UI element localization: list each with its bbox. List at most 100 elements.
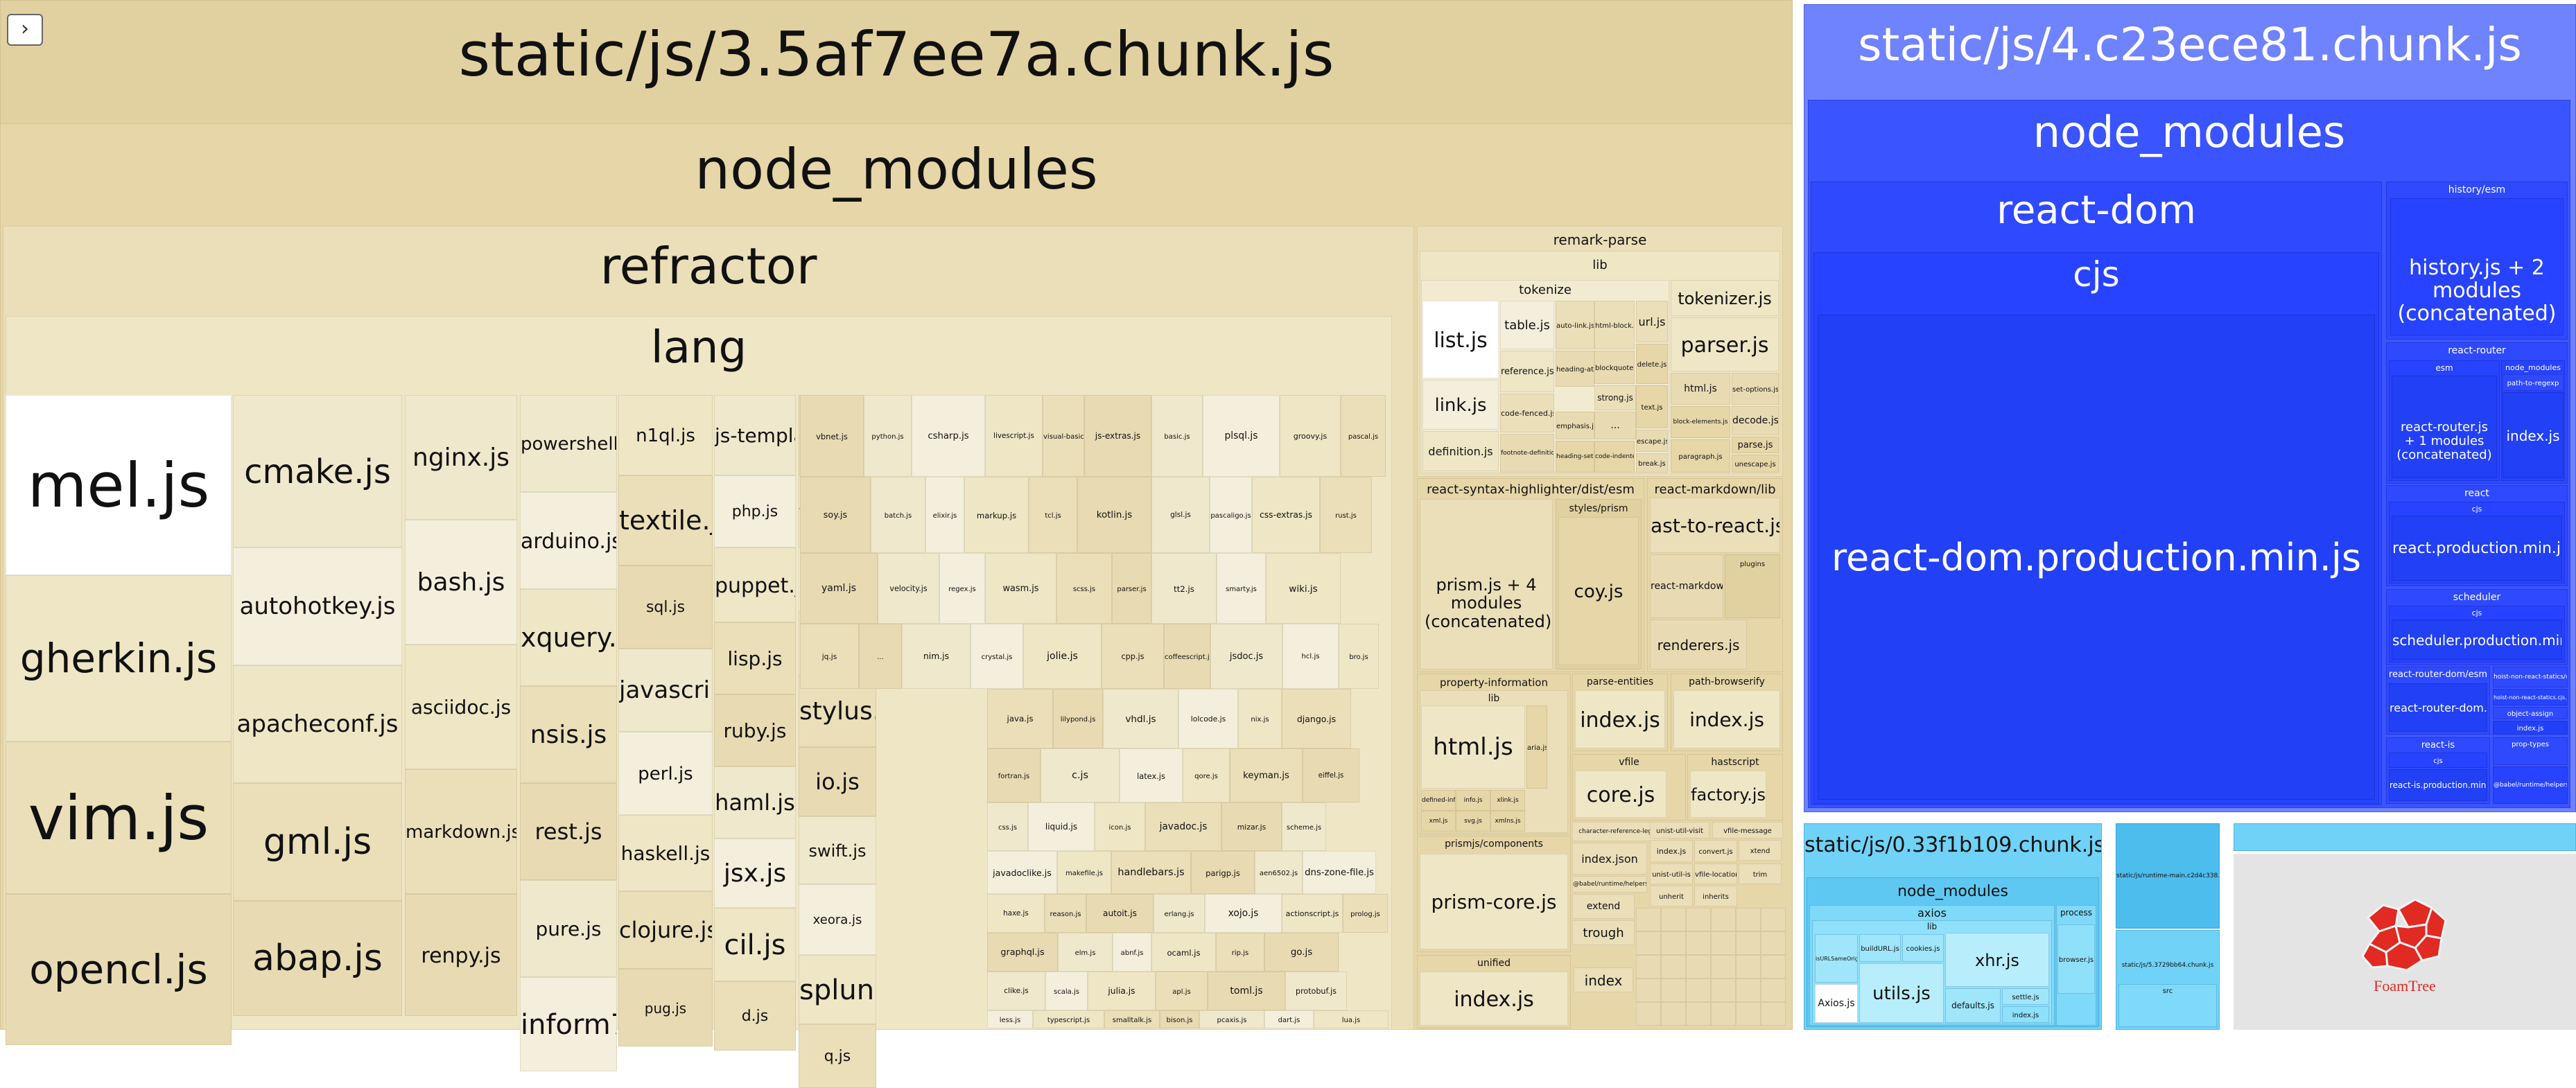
small-module[interactable] bbox=[1686, 955, 1711, 979]
unified-index-js[interactable]: index.js bbox=[1420, 972, 1568, 1026]
lang-file-soy-js[interactable]: soy.js bbox=[800, 477, 871, 553]
lang-file-clojure-js[interactable]: clojure.js bbox=[618, 891, 713, 969]
lang-file-protobuf-js[interactable]: protobuf.js bbox=[1285, 972, 1347, 1010]
lang-file-dart-js[interactable]: dart.js bbox=[1264, 1010, 1314, 1028]
small-module[interactable] bbox=[1761, 908, 1786, 931]
remark-file-heading-atx-js[interactable]: heading-atx.js bbox=[1556, 351, 1594, 387]
lang-file-perl-js[interactable]: perl.js bbox=[618, 732, 713, 815]
lang-file-makefile-js[interactable]: makefile.js bbox=[1057, 851, 1111, 894]
lang-file-erlang-js[interactable]: erlang.js bbox=[1154, 894, 1205, 933]
lang-file-parser-js[interactable]: parser.js bbox=[1112, 553, 1151, 624]
react-is-production-min-js[interactable]: react-is.production.min.js bbox=[2389, 769, 2487, 801]
remark-file-table-js[interactable]: table.js bbox=[1500, 301, 1554, 349]
small-module[interactable] bbox=[1736, 931, 1761, 955]
lang-file-markup-js[interactable]: markup.js bbox=[964, 477, 1029, 553]
lang-file-jsx-js[interactable]: jsx.js bbox=[714, 839, 796, 908]
lang-file-opencl-js[interactable]: opencl.js bbox=[6, 894, 232, 1045]
lang-file-aen6502-js[interactable]: aen6502.js bbox=[1255, 851, 1303, 894]
html-js[interactable]: html.js bbox=[1421, 705, 1525, 789]
lang-file-splunk-spl-js[interactable]: splunk-spl.js bbox=[799, 955, 876, 1024]
remark-file-reference-js[interactable]: reference.js bbox=[1500, 351, 1554, 392]
lang-file-jsdoc-js[interactable]: jsdoc.js bbox=[1210, 624, 1282, 689]
lang-file-abap-js[interactable]: abap.js bbox=[233, 901, 402, 1016]
small-module[interactable] bbox=[1736, 1002, 1761, 1026]
lang-file-java-js[interactable]: java.js bbox=[987, 689, 1053, 748]
remark-file-html-js[interactable]: html.js bbox=[1671, 373, 1730, 405]
lang-file-scss-js[interactable]: scss.js bbox=[1056, 553, 1112, 624]
prism-concatenated[interactable]: prism.js + 4 modules (concatenated) bbox=[1420, 499, 1553, 669]
lang-file-bro-js[interactable]: bro.js bbox=[1339, 624, 1379, 689]
remark-file-emphasis-js[interactable]: emphasis.js bbox=[1556, 412, 1594, 439]
remark-file-list-js[interactable]: list.js bbox=[1422, 301, 1499, 378]
hoist-non-react-statics[interactable]: hoist-non-react-statics/dist bbox=[2493, 667, 2568, 687]
lang-file-basic-js[interactable]: basic.js bbox=[1151, 395, 1203, 477]
misc-module-vfile-message[interactable]: vfile-message bbox=[1712, 822, 1783, 839]
small-module[interactable] bbox=[1761, 1002, 1786, 1026]
settle-js[interactable]: settle.js bbox=[2002, 988, 2049, 1005]
remark-file-url-js[interactable]: url.js bbox=[1636, 301, 1668, 342]
lang-file-javadoc-js[interactable]: javadoc.js bbox=[1145, 802, 1221, 851]
small-module[interactable] bbox=[1636, 908, 1661, 931]
lang-file-jolie-js[interactable]: jolie.js bbox=[1023, 624, 1102, 689]
parse-entities-index-js[interactable]: index.js bbox=[1575, 690, 1665, 748]
lang-file-rust-js[interactable]: rust.js bbox=[1320, 477, 1372, 553]
lang-file-scheme-js[interactable]: scheme.js bbox=[1282, 802, 1326, 851]
lang-file-wasm-js[interactable]: wasm.js bbox=[985, 553, 1056, 624]
misc-module-unherit[interactable]: unherit bbox=[1650, 886, 1693, 906]
lang-file-tcl-js[interactable]: tcl.js bbox=[1029, 477, 1077, 553]
remark-file-decode-js[interactable]: decode.js bbox=[1732, 406, 1779, 435]
lang-file-pcaxis-js[interactable]: pcaxis.js bbox=[1199, 1010, 1264, 1028]
property-information-file[interactable]: xlink.js bbox=[1490, 790, 1525, 811]
lang-file-sql-js[interactable]: sql.js bbox=[618, 565, 713, 649]
remark-file-escape-js[interactable]: escape.js bbox=[1636, 430, 1668, 452]
small-module[interactable] bbox=[1636, 931, 1661, 955]
property-information-file[interactable]: info.js bbox=[1456, 790, 1490, 811]
lang-file-keyman-js[interactable]: keyman.js bbox=[1230, 748, 1303, 802]
lang-file-groovy-js[interactable]: groovy.js bbox=[1280, 395, 1341, 477]
lang-file-pug-js[interactable]: pug.js bbox=[618, 969, 713, 1046]
lang-file-item[interactable]: ... bbox=[859, 624, 902, 689]
lang-file-nim-js[interactable]: nim.js bbox=[902, 624, 971, 689]
lang-file-livescript-js[interactable]: livescript.js bbox=[985, 395, 1043, 477]
axios-index-js[interactable]: index.js bbox=[2002, 1006, 2049, 1023]
lang-file-nix-js[interactable]: nix.js bbox=[1238, 689, 1282, 748]
lang-file-crystal-js[interactable]: crystal.js bbox=[971, 624, 1023, 689]
browser-js[interactable]: browser.js bbox=[2057, 924, 2095, 994]
lang-file-typescript-js[interactable]: typescript.js bbox=[1033, 1010, 1104, 1028]
lang-file-pascaligo-js[interactable]: pascaligo.js bbox=[1210, 477, 1252, 553]
remark-file-link-js[interactable]: link.js bbox=[1422, 380, 1499, 430]
lang-file-tt2-js[interactable]: tt2.js bbox=[1151, 553, 1217, 624]
prism-core-js[interactable]: prism-core.js bbox=[1420, 854, 1568, 949]
lang-file-clike-js[interactable]: clike.js bbox=[987, 972, 1045, 1010]
property-information-file[interactable]: defined-info.js bbox=[1421, 790, 1456, 811]
lang-file-markdown-js[interactable]: markdown.js bbox=[405, 769, 517, 894]
lang-file-lisp-js[interactable]: lisp.js bbox=[714, 622, 796, 694]
small-module[interactable] bbox=[1661, 1002, 1686, 1026]
small-module[interactable] bbox=[1661, 955, 1686, 979]
lang-file-vbnet-js[interactable]: vbnet.js bbox=[800, 395, 864, 477]
remark-file-footnote-definition-js[interactable]: footnote-definition.js bbox=[1500, 434, 1554, 473]
small-module[interactable] bbox=[1686, 1002, 1711, 1026]
lang-file-eiffel-js[interactable]: eiffel.js bbox=[1303, 748, 1359, 802]
lang-file-wiki-js[interactable]: wiki.js bbox=[1266, 553, 1341, 624]
lang-file-javascript-js[interactable]: javascript.js bbox=[618, 649, 713, 732]
lang-file-d-js[interactable]: d.js bbox=[714, 981, 796, 1051]
lang-file-cmake-js[interactable]: cmake.js bbox=[233, 395, 402, 547]
buildurl-js[interactable]: buildURL.js bbox=[1859, 934, 1901, 962]
remark-file-blockquote-js[interactable]: blockquote.js bbox=[1594, 351, 1635, 384]
vfile-core-js[interactable]: core.js bbox=[1575, 771, 1666, 818]
lang-file-nginx-js[interactable]: nginx.js bbox=[405, 395, 517, 520]
lang-file-cil-js[interactable]: cil.js bbox=[714, 908, 796, 981]
remark-file-text-js[interactable]: text.js bbox=[1636, 385, 1668, 428]
lang-file-powershell-js[interactable]: powershell.js bbox=[520, 395, 617, 492]
misc-module-index-json[interactable]: index.json bbox=[1572, 843, 1647, 875]
remark-file-parser-js[interactable]: parser.js bbox=[1671, 317, 1779, 371]
misc-module-index-js[interactable]: index.js bbox=[1650, 840, 1693, 862]
lang-file-scala-js[interactable]: scala.js bbox=[1045, 972, 1088, 1010]
misc-module-index[interactable]: index bbox=[1574, 967, 1633, 992]
misc-module-unist-util-is[interactable]: unist-util-is bbox=[1650, 863, 1693, 884]
property-information-file[interactable]: xml.js bbox=[1421, 811, 1456, 832]
hoist-non-react-statics-cjs[interactable]: hoist-non-react-statics.cjs.js bbox=[2493, 689, 2568, 705]
lang-file-rip-js[interactable]: rip.js bbox=[1216, 933, 1264, 972]
lang-file-fortran-js[interactable]: fortran.js bbox=[987, 748, 1041, 802]
